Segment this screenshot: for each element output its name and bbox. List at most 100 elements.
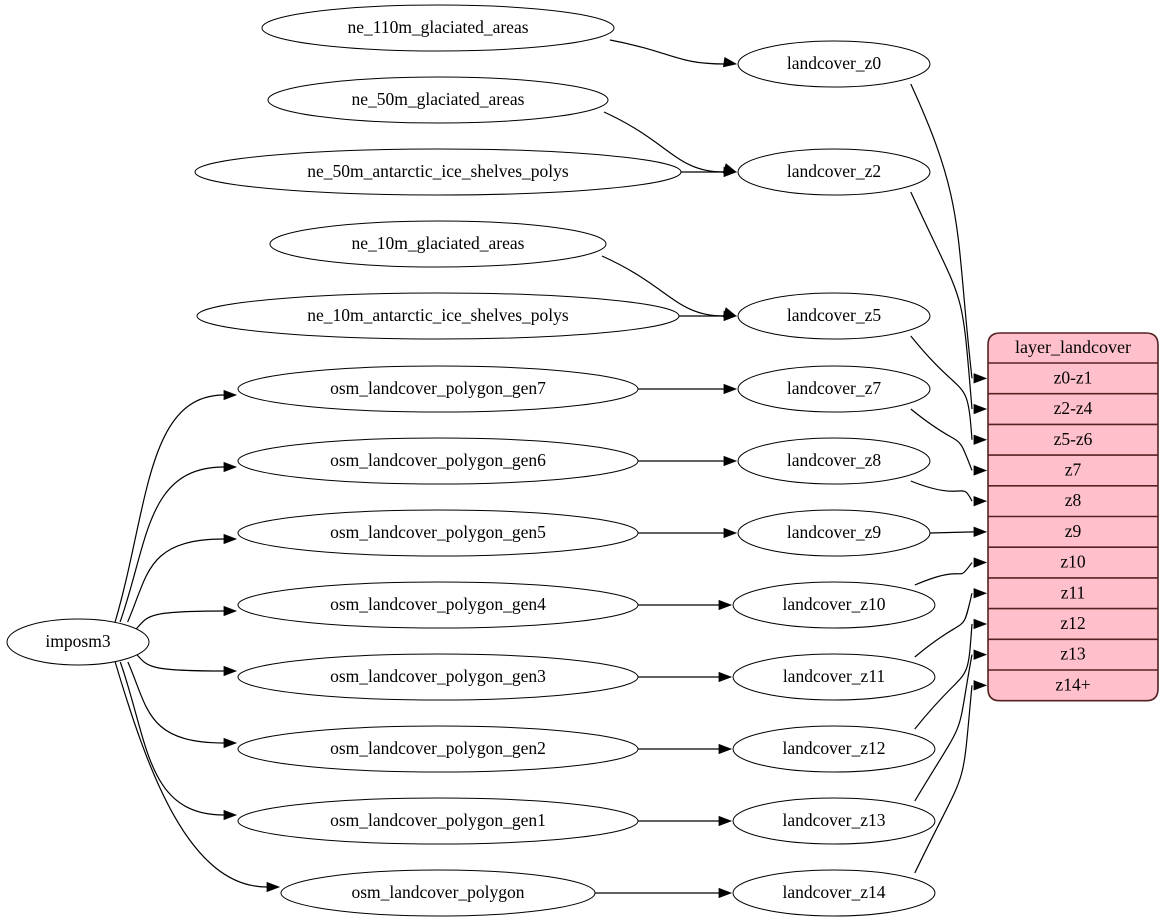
node-label: ne_10m_glaciated_areas [352,233,525,253]
node-ne_10m_glaciated_areas[interactable]: ne_10m_glaciated_areas [269,220,607,268]
node-osm_landcover_polygon_gen3[interactable]: osm_landcover_polygon_gen3 [237,653,639,701]
node-label: landcover_z12 [782,738,885,758]
node-landcover_z8[interactable]: landcover_z8 [737,437,931,485]
edge-arrowhead [722,56,738,68]
edge-arrowhead [973,680,988,691]
node-landcover_z9[interactable]: landcover_z9 [737,509,931,557]
node-label: landcover_z14 [782,882,885,902]
node-landcover_z12[interactable]: landcover_z12 [732,725,936,773]
edge [127,538,225,623]
node-ellipse [237,797,639,845]
node-ellipse [237,725,639,773]
edge [609,39,725,65]
edge-arrowhead [723,527,738,539]
edge [910,335,973,440]
edge-arrowhead [723,455,738,467]
node-label: imposm3 [45,631,110,651]
node-label: osm_landcover_polygon_gen1 [330,810,546,830]
node-osm_landcover_polygon_gen6[interactable]: osm_landcover_polygon_gen6 [237,437,639,485]
edge-arrowhead [223,461,238,473]
edge-arrowhead [223,605,238,617]
table-row-z13[interactable]: z13 [1060,644,1086,664]
edge-arrowhead [223,809,238,821]
table-row-z12[interactable]: z12 [1060,613,1085,633]
node-ellipse [237,509,639,557]
node-ellipse [196,292,680,340]
edge-arrowhead [718,815,733,827]
table-row-z8[interactable]: z8 [1065,490,1082,510]
edge [135,610,225,630]
node-ellipse [737,509,931,557]
node-label: osm_landcover_polygon_gen4 [330,594,546,614]
node-label: landcover_z5 [787,305,882,325]
node-landcover_z14[interactable]: landcover_z14 [732,869,936,917]
table-row-z2-z4[interactable]: z2-z4 [1054,398,1093,418]
node-osm_landcover_polygon_gen2[interactable]: osm_landcover_polygon_gen2 [237,725,639,773]
node-label: osm_landcover_polygon_gen6 [330,450,546,470]
node-ellipse [732,725,936,773]
node-osm_landcover_polygon_gen1[interactable]: osm_landcover_polygon_gen1 [237,797,639,845]
table-row-z9[interactable]: z9 [1065,521,1082,541]
node-imposm3[interactable]: imposm3 [6,618,150,666]
node-osm_landcover_polygon_gen4[interactable]: osm_landcover_polygon_gen4 [237,581,639,629]
node-landcover_z2[interactable]: landcover_z2 [737,148,931,196]
edge-arrowhead [973,649,988,660]
node-ne_10m_antarctic_ice_shelves_polys[interactable]: ne_10m_antarctic_ice_shelves_polys [196,292,680,340]
table-row-z10[interactable]: z10 [1060,552,1086,572]
node-ellipse [237,653,639,701]
layer-landcover-table: layer_landcover z0-z1 z2-z4 z5-z6 z7 z8 z9 z10 z… [987,332,1159,702]
node-ellipse [732,797,936,845]
node-label: osm_landcover_polygon_gen3 [330,666,546,686]
node-ellipse [737,437,931,485]
node-osm_landcover_polygon[interactable]: osm_landcover_polygon [280,869,596,917]
node-label: osm_landcover_polygon_gen5 [330,522,546,542]
node-osm_landcover_polygon_gen5[interactable]: osm_landcover_polygon_gen5 [237,509,639,557]
edge [910,480,973,502]
edge-arrowhead [723,310,738,322]
edge [910,191,973,410]
edge-arrowhead [718,599,733,611]
edge-arrowhead [718,671,733,683]
node-label: osm_landcover_polygon_gen7 [330,378,546,398]
table-row-z7[interactable]: z7 [1065,459,1082,479]
edge-arrowhead [973,618,988,630]
edge-arrowhead [973,373,988,384]
table-row-z5-z6[interactable]: z5-z6 [1054,429,1093,449]
table-row-z11[interactable]: z11 [1061,582,1086,602]
node-ne_50m_glaciated_areas[interactable]: ne_50m_glaciated_areas [267,76,609,124]
table-header-label: layer_landcover [1015,337,1131,357]
table-row-z0-z1[interactable]: z0-z1 [1054,367,1093,387]
edge-arrowhead [723,166,738,178]
edge [135,653,225,672]
node-ne_110m_glaciated_areas[interactable]: ne_110m_glaciated_areas [261,4,615,52]
node-label: landcover_z8 [787,450,882,470]
node-ellipse [237,365,639,413]
edge-arrowhead [973,557,988,568]
node-landcover_z7[interactable]: landcover_z7 [737,365,931,413]
node-landcover_z5[interactable]: landcover_z5 [737,292,931,340]
node-label: osm_landcover_polygon [351,882,524,902]
nodes-layer: ne_110m_glaciated_areas ne_50m_glaciated_… [6,4,936,917]
node-ellipse [737,292,931,340]
edge-arrowhead [223,389,238,401]
edge-arrowhead [973,434,988,445]
node-label: landcover_z11 [783,666,885,686]
edge-arrowhead [973,526,988,538]
node-landcover_z11[interactable]: landcover_z11 [732,653,936,701]
node-ellipse [737,365,931,413]
edge-arrowhead [718,887,733,899]
node-landcover_z13[interactable]: landcover_z13 [732,797,936,845]
edge [127,661,225,744]
node-ne_50m_antarctic_ice_shelves_polys[interactable]: ne_50m_antarctic_ice_shelves_polys [194,148,682,196]
node-osm_landcover_polygon_gen7[interactable]: osm_landcover_polygon_gen7 [237,365,639,413]
edge [910,408,973,471]
node-landcover_z10[interactable]: landcover_z10 [732,581,936,629]
node-label: landcover_z13 [782,810,885,830]
table-row-z14+[interactable]: z14+ [1055,674,1090,694]
edge-arrowhead [973,588,988,599]
node-ellipse [6,618,150,666]
node-landcover_z0[interactable]: landcover_z0 [737,40,931,88]
node-ellipse [261,4,615,52]
